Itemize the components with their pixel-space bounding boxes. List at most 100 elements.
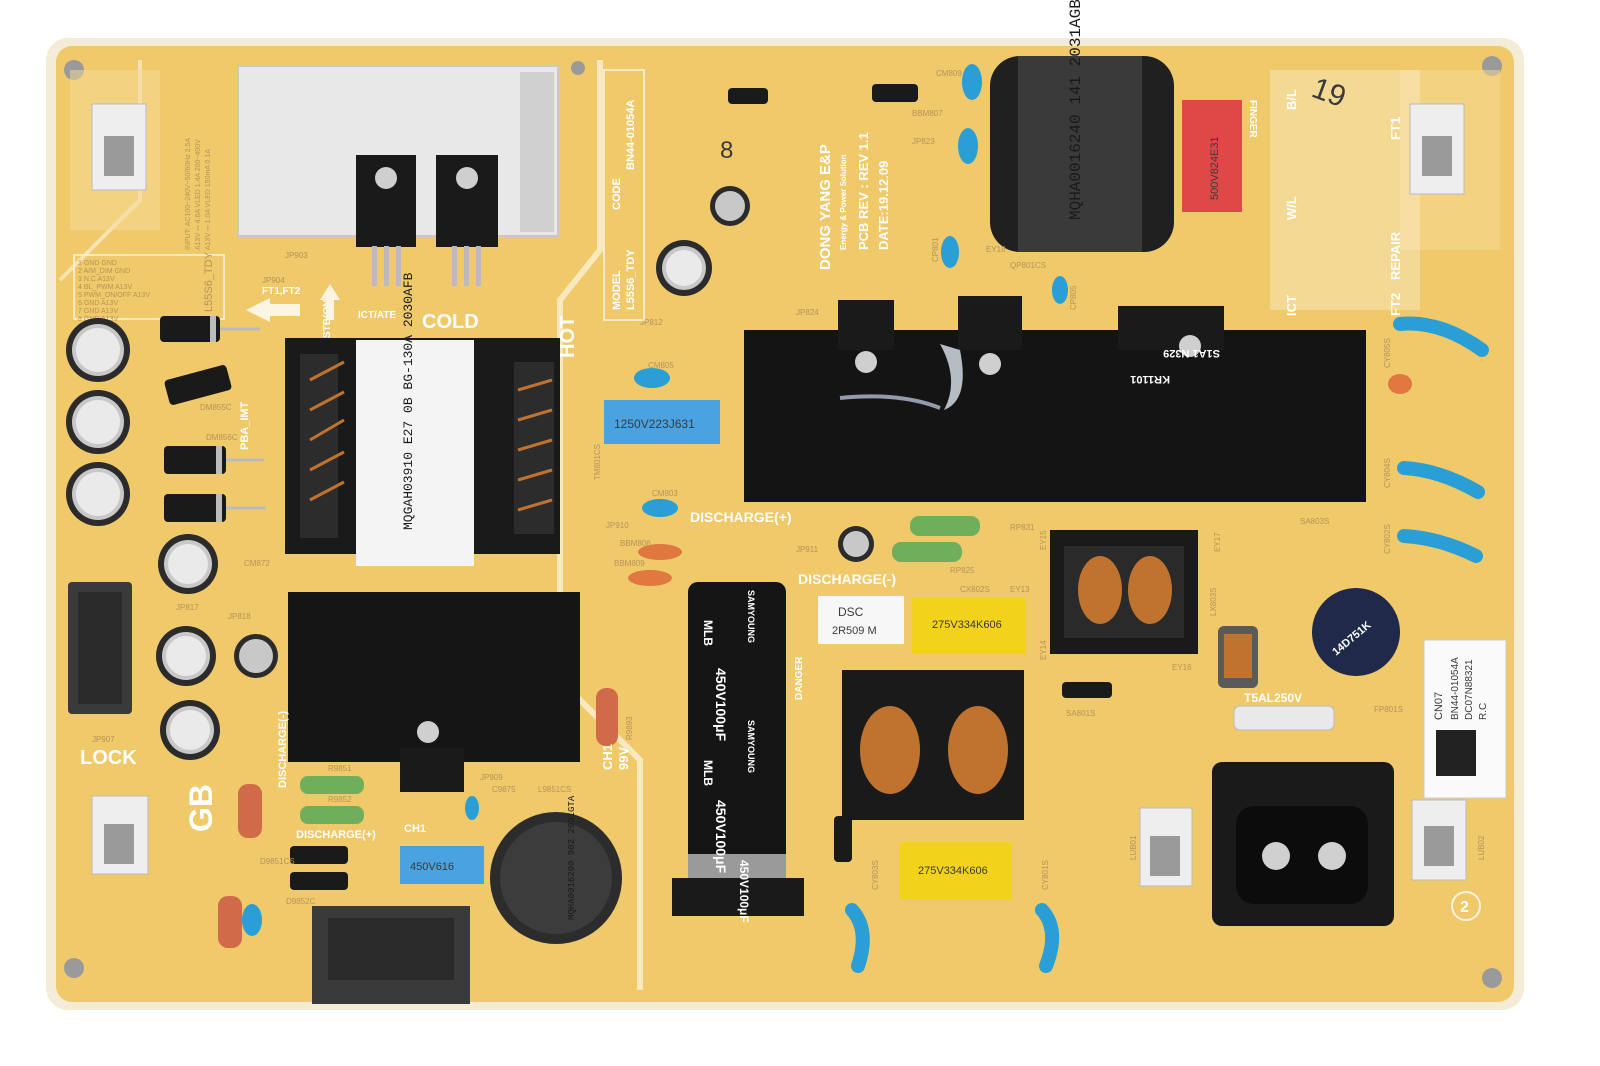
refdes-cm872: CM872	[244, 559, 270, 568]
ceramic-capacitor	[958, 128, 978, 164]
electrolytic-capacitor	[66, 318, 130, 382]
input-spec: INPUT: AC100~240V~50/60Hz 2.5A A13V ⎓ 4.…	[185, 138, 212, 250]
refdes-jp823: JP823	[912, 137, 935, 146]
inductor-round-marking: MQHA0016200 902 2031GTA	[567, 795, 577, 920]
refdes-lub01: LUB01	[1129, 835, 1138, 860]
ch1-small-label: CH1	[404, 823, 426, 835]
mounting-hole	[571, 61, 585, 75]
pin-row-1: 1 GND GND	[78, 260, 117, 267]
silkscreen-hatch	[1270, 70, 1420, 310]
maker-name: DONG YANG E&P	[817, 144, 834, 270]
wire-connector	[312, 906, 470, 1004]
refdes-cp801: CP801	[931, 237, 940, 262]
mounting-clip	[91, 795, 149, 875]
refdes-r9851: R9851	[328, 764, 352, 773]
heatsink-black	[288, 592, 580, 792]
refdes-cy804s: CY804S	[1383, 458, 1392, 488]
diode	[872, 84, 918, 102]
film-capacitor-red	[1182, 100, 1242, 212]
code-value: BN44-01054A	[625, 100, 637, 170]
discharge-plus-label: DISCHARGE(+)	[690, 509, 792, 525]
discharge-minus-label-small: DISCHARGE(-)	[277, 711, 289, 788]
main-transformer	[285, 338, 560, 566]
dsc-line1: DSC	[838, 605, 864, 619]
fuse-rating: T5AL250V	[1244, 691, 1302, 705]
refdes-jp818: JP818	[228, 612, 251, 621]
bulk-cap-brand-1: SAMYOUNG	[746, 590, 756, 643]
film-capacitor-blue	[400, 846, 484, 884]
ft1-label: FT1	[1388, 117, 1403, 140]
pin-row-6: 6 GND A13V	[78, 300, 118, 307]
svg-text:A13V ⎓ 4.6A VLED 1.4A 200~40: A13V ⎓ 4.6A VLED 1.4A 200~400V	[195, 139, 202, 250]
pin-row-4: 4 BL_PWM A13V	[78, 284, 132, 291]
discharge-plus-label-small: DISCHARGE(+)	[296, 829, 376, 841]
rectifier-diode-to220	[356, 155, 416, 286]
ceramic-capacitor-orange	[1388, 374, 1412, 394]
ict-ate-label: ICT/ATE	[358, 310, 396, 321]
arrow-icon	[320, 284, 340, 320]
resistor	[596, 688, 618, 746]
varistor	[1312, 588, 1400, 676]
refdes-tm801cs: TM801CS	[593, 444, 602, 480]
standby-transformer-marking: MQHA0016240 141 2031AGB MS-13	[1067, 0, 1085, 220]
bulk-capacitor	[672, 582, 804, 916]
film-capacitor-yellow	[912, 598, 1026, 654]
refdes-ey17: EY17	[1213, 532, 1222, 552]
pen-mark-8: 8	[720, 137, 733, 164]
refdes-cm803: CM803	[652, 489, 678, 498]
electrolytic-capacitor	[156, 626, 216, 686]
ict-label: ICT	[1284, 295, 1299, 316]
pba-imt-label: PBA_IMT	[239, 401, 251, 450]
refdes-ey16: EY16	[1172, 663, 1192, 672]
ceramic-capacitor	[634, 368, 670, 388]
heatsink-aluminium-shadow	[520, 72, 554, 232]
refdes-d9852c: D9852C	[286, 897, 316, 906]
dsc-sticker	[818, 596, 904, 644]
resistor	[218, 896, 242, 948]
refdes-jp824: JP824	[796, 308, 819, 317]
repair-label: REPAIR	[1388, 231, 1403, 280]
refdes-ey14: EY14	[1039, 640, 1048, 660]
heatsink-code2: KR1101	[1130, 373, 1170, 385]
bulk-cap-brand-2: SAMYOUNG	[746, 720, 756, 773]
film-cap-red-marking: 500V824E31	[1209, 136, 1221, 200]
refdes-r9852: R9852	[328, 795, 352, 804]
refdes-ey13: EY13	[1010, 585, 1030, 594]
common-mode-choke	[1050, 530, 1198, 654]
y-capacitor	[1035, 903, 1059, 973]
refdes-fp801s: FP801S	[1374, 705, 1403, 714]
ceramic-capacitor	[941, 236, 959, 268]
bulk-cap-rating-2: 450V100μF	[713, 800, 729, 874]
sticker-code: BN44-01054A	[1450, 657, 1461, 720]
electrolytic-capacitor	[160, 700, 220, 760]
hot-label: HOT	[557, 316, 579, 358]
refdes-bbm807: BBM807	[912, 109, 943, 118]
standby-transformer	[990, 56, 1174, 252]
wire-connector	[68, 582, 132, 714]
bulk-cap-rating-1: 450V100μF	[713, 668, 729, 742]
y-capacitor	[1397, 529, 1483, 563]
refdes-ey18: EY18	[986, 245, 1006, 254]
film-capacitor-yellow	[900, 842, 1012, 900]
refdes-cm809: CM809	[936, 69, 962, 78]
mounting-clip	[1411, 799, 1467, 881]
refdes-c9875: C9875	[492, 785, 516, 794]
ac-inlet	[1212, 762, 1394, 926]
refdes-jp904: JP904	[262, 276, 285, 285]
refdes-jp911: JP911	[796, 545, 819, 554]
model-block: CODE BN44-01054A MODEL L55S6_TDY	[603, 69, 645, 321]
electrolytic-capacitor	[234, 634, 278, 678]
y-capacitor	[845, 903, 870, 973]
refdes-l9851cs: L9851CS	[538, 785, 571, 794]
inductor	[1218, 626, 1258, 688]
ceramic-capacitor-orange	[638, 544, 682, 560]
mounting-hole	[64, 958, 84, 978]
refdes-rp825: RP825	[950, 566, 975, 575]
mounting-clip	[1409, 103, 1465, 195]
refdes-bbm806: BBM806	[620, 539, 651, 548]
svg-text:INPUT: AC100~240V~50/60Hz 2.5A: INPUT: AC100~240V~50/60Hz 2.5A	[185, 138, 192, 250]
dsc-line2: 2R509 M	[832, 625, 877, 637]
electrolytic-capacitor	[710, 186, 750, 226]
pin-row-2: 2 A/M_DIM GND	[78, 268, 130, 275]
